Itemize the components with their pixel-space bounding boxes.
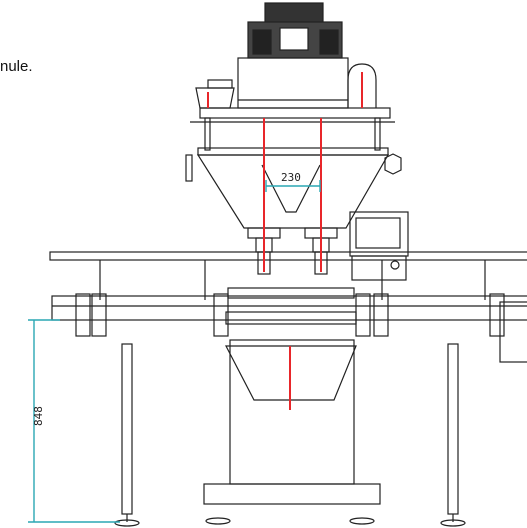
centerlines xyxy=(207,72,363,410)
table-height-label: 848 xyxy=(32,406,45,426)
conveyor-icon xyxy=(51,293,527,363)
feed-hopper xyxy=(195,87,235,109)
arch-pipe xyxy=(347,63,377,108)
lower-hopper xyxy=(225,345,357,401)
frame-plate xyxy=(199,107,391,119)
upper-table-rail xyxy=(49,251,527,261)
nozzle-spacing-dimension xyxy=(265,180,321,192)
table-height-dimension xyxy=(28,319,120,523)
control-screen xyxy=(349,211,409,257)
side-clamp xyxy=(384,153,402,175)
scale-platform xyxy=(227,287,355,299)
servo-motor-icon xyxy=(247,2,343,59)
nozzle-spacing-label: 230 xyxy=(281,171,301,184)
filler-drawing xyxy=(49,2,527,527)
lower-cabinet xyxy=(229,339,355,485)
leg-icon xyxy=(114,343,466,527)
caption-fragment: nule. xyxy=(0,58,33,75)
hopper-icon xyxy=(196,147,390,275)
